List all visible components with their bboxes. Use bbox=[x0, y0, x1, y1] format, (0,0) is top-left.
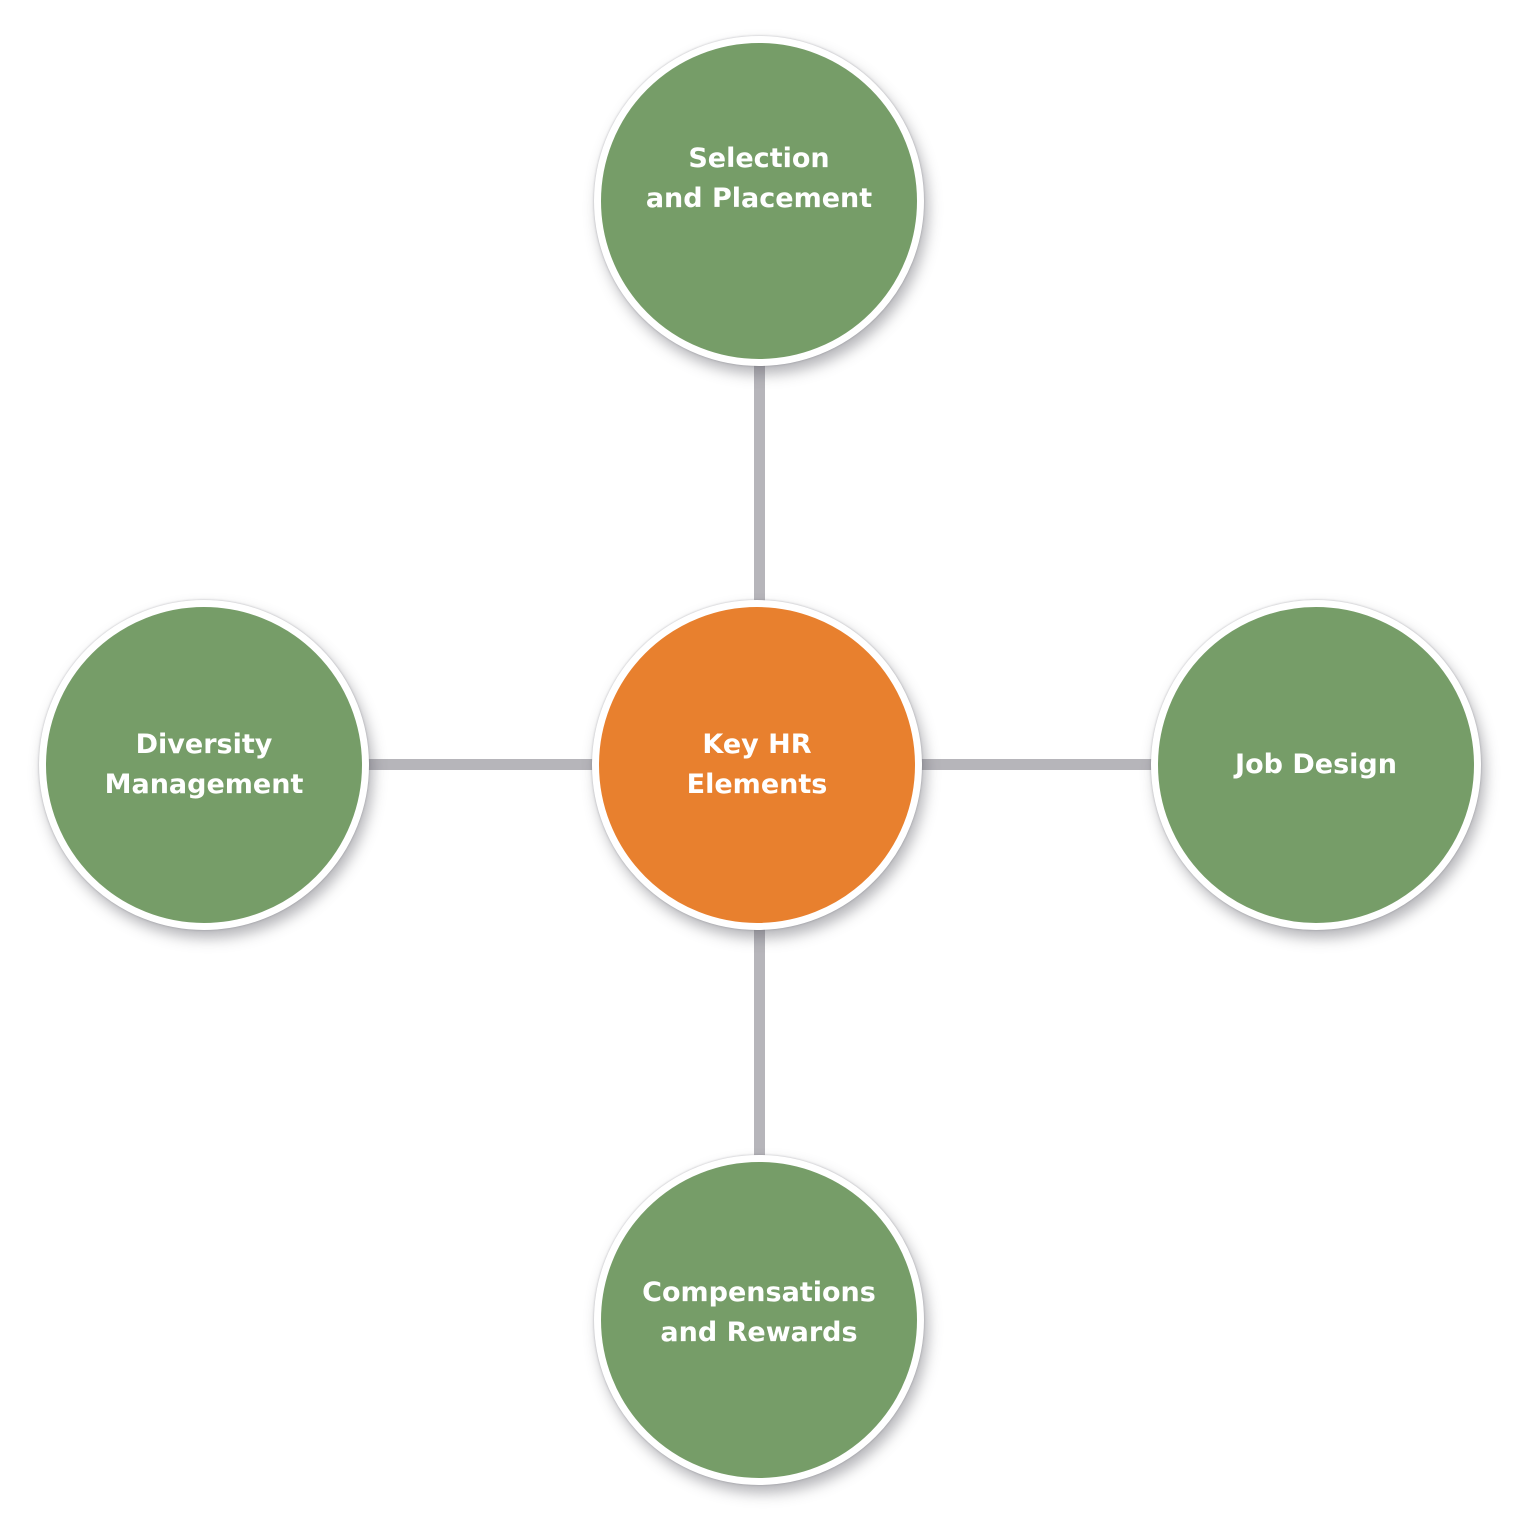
node-key-hr-elements: Key HR Elements bbox=[592, 600, 922, 930]
node-job-design: Job Design bbox=[1151, 600, 1481, 930]
node-label: Job Design bbox=[1235, 749, 1397, 780]
connector-bottom bbox=[754, 920, 765, 1170]
connector-left bbox=[360, 759, 605, 770]
node-diversity-management: Diversity Management bbox=[39, 600, 369, 930]
node-label: Selection and Placement bbox=[645, 142, 873, 214]
node-label: Compensations and Rewards bbox=[642, 1276, 876, 1348]
center-label: Key HR Elements bbox=[686, 729, 828, 800]
connector-top bbox=[754, 360, 765, 610]
node-selection-and-placement: Selection and Placement bbox=[594, 36, 924, 366]
node-label: Diversity Management bbox=[104, 729, 304, 800]
node-compensations-and-rewards: Compensations and Rewards bbox=[594, 1155, 924, 1485]
connector-right bbox=[915, 759, 1160, 770]
